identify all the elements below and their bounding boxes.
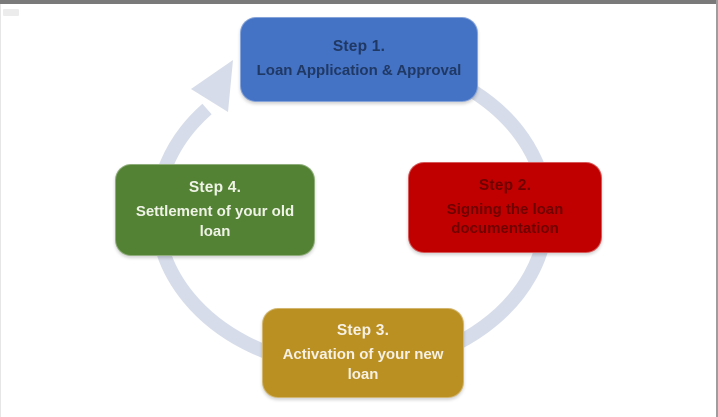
step-4-title: Step 4. (188, 179, 242, 196)
step-1-description: Loan Application & Approval (256, 62, 462, 80)
cycle-arrow-head-icon (191, 60, 233, 112)
window-edge-artifact (3, 9, 19, 16)
step-3-box: Step 3. Activation of your new loan (262, 308, 464, 398)
window-right-edge (716, 0, 718, 417)
step-4-box: Step 4. Settlement of your old loan (115, 164, 315, 256)
step-2-description: Signing the loan documentation (446, 200, 564, 238)
step-2-title: Step 2. (478, 176, 532, 194)
step-4-description: Settlement of your old loan (135, 203, 295, 240)
step-3-title: Step 3. (336, 322, 390, 339)
step-2-box: Step 2. Signing the loan documentation (408, 162, 602, 253)
window-left-edge (0, 4, 1, 417)
step-1-box: Step 1. Loan Application & Approval (240, 17, 478, 102)
window-top-edge (0, 0, 718, 4)
step-3-description: Activation of your new loan (282, 346, 444, 383)
step-1-title: Step 1. (332, 38, 386, 56)
